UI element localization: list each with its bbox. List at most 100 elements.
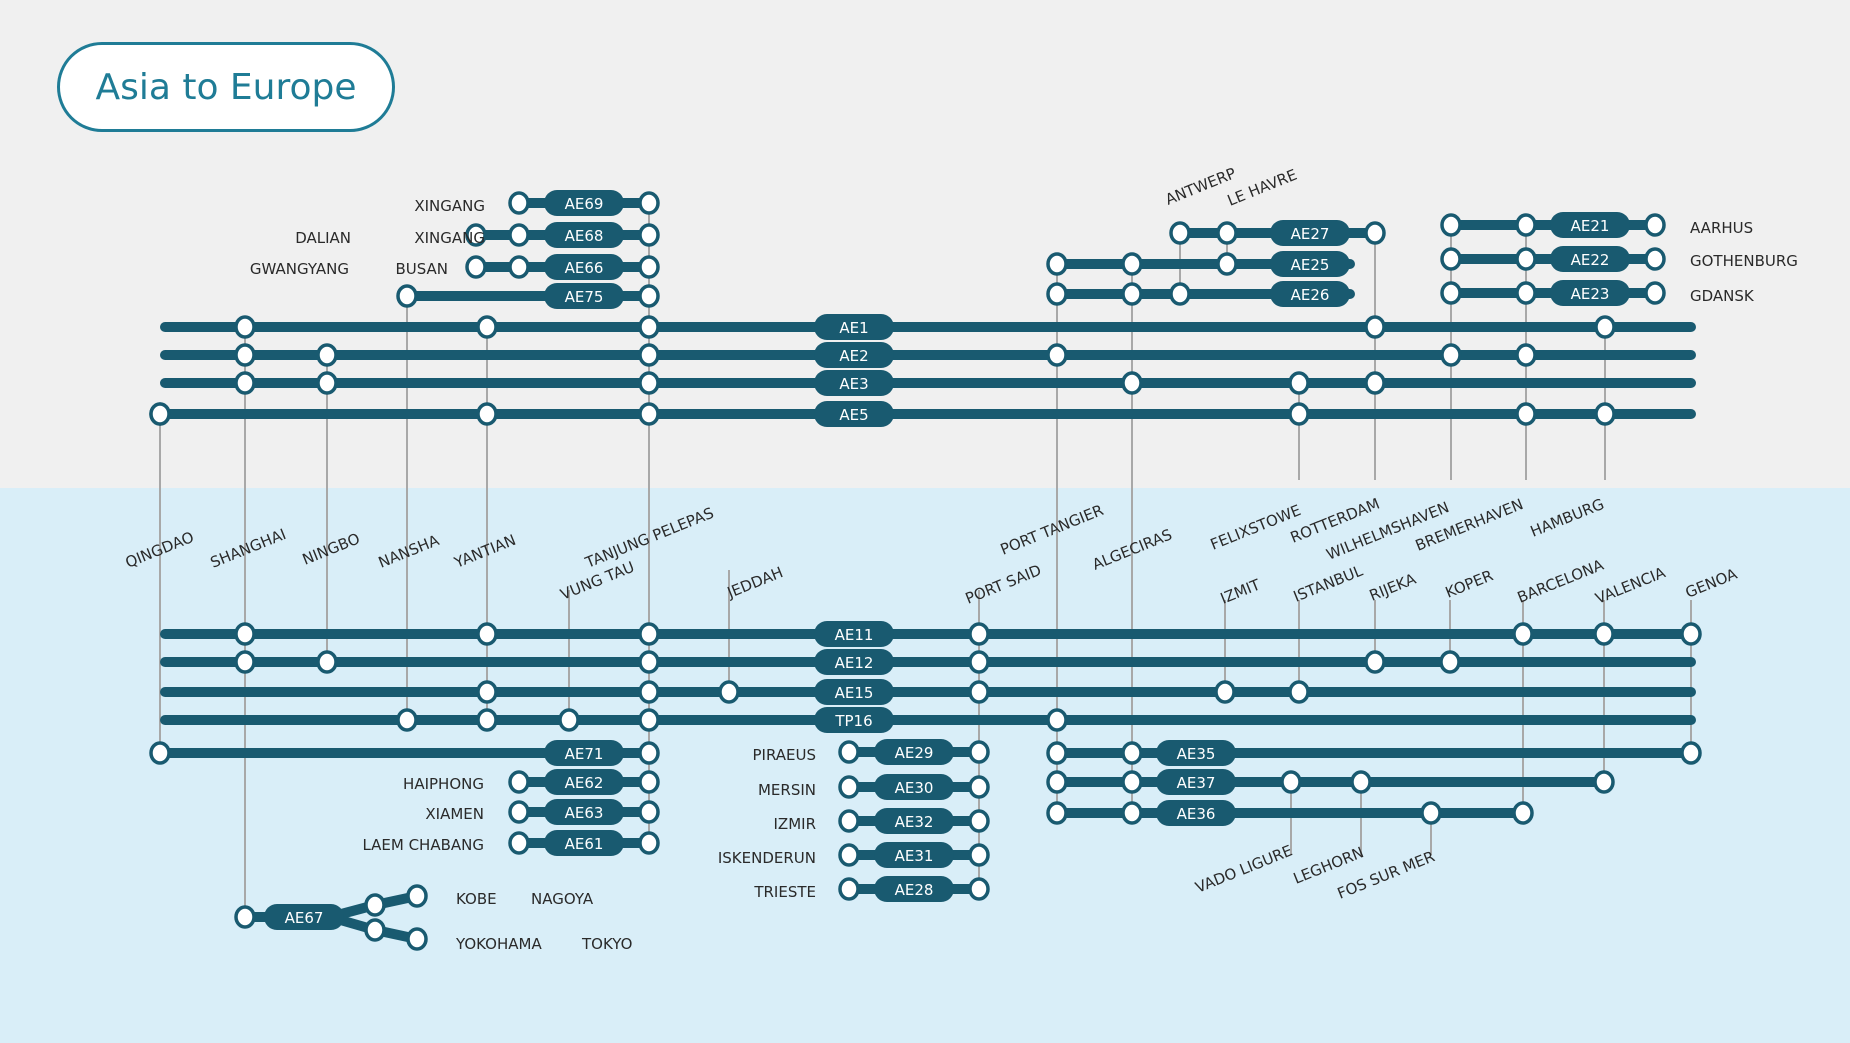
service-code-ae1: AE1 (839, 319, 868, 337)
service-badge (544, 830, 624, 856)
stop-port-said (968, 650, 990, 674)
service-line-ae71: AE71 (149, 740, 660, 766)
stop-port-tangier (1046, 770, 1068, 794)
service-line-ae30: AE30 (838, 774, 990, 800)
port-label-koper: KOPER (1443, 566, 1496, 601)
service-code-ae61: AE61 (565, 835, 604, 853)
service-code-ae29: AE29 (895, 744, 934, 762)
stop-valencia (1593, 622, 1615, 646)
stop-port-tangier (1046, 252, 1068, 276)
port-label-laem-chabang: LAEM CHABANG (362, 836, 484, 854)
stop-nansha (396, 284, 418, 308)
stop-yantian (476, 402, 498, 426)
port-label-tokyo: TOKYO (581, 935, 632, 953)
service-badge (814, 621, 894, 647)
service-line-ae68: AE68 (465, 222, 660, 248)
lower-region-background (0, 488, 1850, 1043)
stop-felixstowe (1288, 402, 1310, 426)
stop-algeciras (1121, 770, 1143, 794)
stop-istanbul (1288, 680, 1310, 704)
service-line-ae2: AE2 (160, 342, 1696, 368)
stop-shanghai (234, 371, 256, 395)
stop-ningbo (316, 650, 338, 674)
stop-tanjung-pelepas (638, 708, 660, 732)
service-code-ae27: AE27 (1291, 225, 1330, 243)
stop-felixstowe (1288, 371, 1310, 395)
port-label-jeddah: JEDDAH (724, 563, 786, 602)
port-label-xingang: XINGANG (414, 229, 485, 247)
port-label-rijeka: RIJEKA (1367, 570, 1419, 605)
service-line-ae23: AE23 (1440, 280, 1666, 306)
stop-rotterdam (1364, 315, 1386, 339)
stop-port-said (968, 775, 990, 799)
service-badge (544, 283, 624, 309)
port-label-shanghai: SHANGHAI (208, 525, 289, 572)
stop-tokyo (406, 927, 428, 951)
stop-aarhus (1644, 213, 1666, 237)
service-code-ae31: AE31 (895, 847, 934, 865)
service-badge (1270, 281, 1350, 307)
service-badge (814, 649, 894, 675)
port-label-genoa: GENOA (1683, 564, 1741, 601)
stop-haiphong (508, 770, 530, 794)
stop-bremerhaven (1515, 281, 1537, 305)
stop-gdansk (1644, 281, 1666, 305)
stop-shanghai (234, 343, 256, 367)
port-label-gwangyang: GWANGYANG (250, 260, 349, 278)
service-code-ae69: AE69 (565, 195, 604, 213)
stop-bremerhaven (1515, 343, 1537, 367)
port-label-mersin: MERSIN (758, 781, 816, 799)
stop-gwangyang (465, 255, 487, 279)
service-badge (1550, 280, 1630, 306)
service-badge (814, 707, 894, 733)
service-line-ae27: AE27 (1169, 220, 1386, 246)
service-line-ae26: AE26 (1046, 281, 1355, 307)
stop-piraeus (838, 740, 860, 764)
stop-port-tangier (1046, 282, 1068, 306)
stop-leghorn (1350, 770, 1372, 794)
stop-bremerhaven (1515, 402, 1537, 426)
stop-tanjung-pelepas (638, 622, 660, 646)
port-label-xingang: XINGANG (414, 197, 485, 215)
stop-antwerp (1169, 282, 1191, 306)
port-label-dalian: DALIAN (295, 229, 351, 247)
stop-port-tangier (1046, 801, 1068, 825)
service-line-ae29: AE29 (838, 739, 990, 765)
service-code-ae62: AE62 (565, 774, 604, 792)
stop-port-said (968, 843, 990, 867)
service-line-ae69: AE69 (508, 190, 660, 216)
stop-xingang (508, 191, 530, 215)
stop-tanjung-pelepas (638, 315, 660, 339)
port-label-ningbo: NINGBO (300, 529, 363, 568)
stop-algeciras (1121, 741, 1143, 765)
service-code-ae66: AE66 (565, 259, 604, 277)
stop-port-said (968, 877, 990, 901)
connector-layer (159, 203, 1692, 917)
service-code-ae30: AE30 (895, 779, 934, 797)
port-label-izmit: IZMIT (1218, 575, 1264, 607)
stop-gothenburg (1644, 247, 1666, 271)
stop-antwerp (1169, 221, 1191, 245)
port-label-le-havre: LE HAVRE (1225, 166, 1300, 210)
stop-ningbo (316, 371, 338, 395)
service-code-ae63: AE63 (565, 804, 604, 822)
stop-algeciras (1121, 282, 1143, 306)
port-label-aarhus: AARHUS (1690, 219, 1753, 237)
port-label-antwerp: ANTWERP (1163, 164, 1239, 209)
stop-barcelona (1512, 622, 1534, 646)
line-layer: AE69AE68AE66AE75AE1AE2AE3AE5AE27AE25AE26… (149, 190, 1702, 951)
service-badge (544, 740, 624, 766)
service-line-ae25: AE25 (1046, 251, 1355, 277)
service-code-ae11: AE11 (835, 626, 874, 644)
stop-genoa (1680, 622, 1702, 646)
stop-wilhelmshaven (1440, 213, 1462, 237)
stop-tanjung-pelepas (638, 371, 660, 395)
service-code-ae36: AE36 (1177, 805, 1216, 823)
service-code-ae2: AE2 (839, 347, 868, 365)
stop-jeddah (718, 680, 740, 704)
stop-tanjung-pelepas (638, 831, 660, 855)
stop-tanjung-pelepas (638, 191, 660, 215)
service-code-ae25: AE25 (1291, 256, 1330, 274)
port-label-xiamen: XIAMEN (425, 805, 484, 823)
service-line-ae21: AE21 (1440, 212, 1666, 238)
